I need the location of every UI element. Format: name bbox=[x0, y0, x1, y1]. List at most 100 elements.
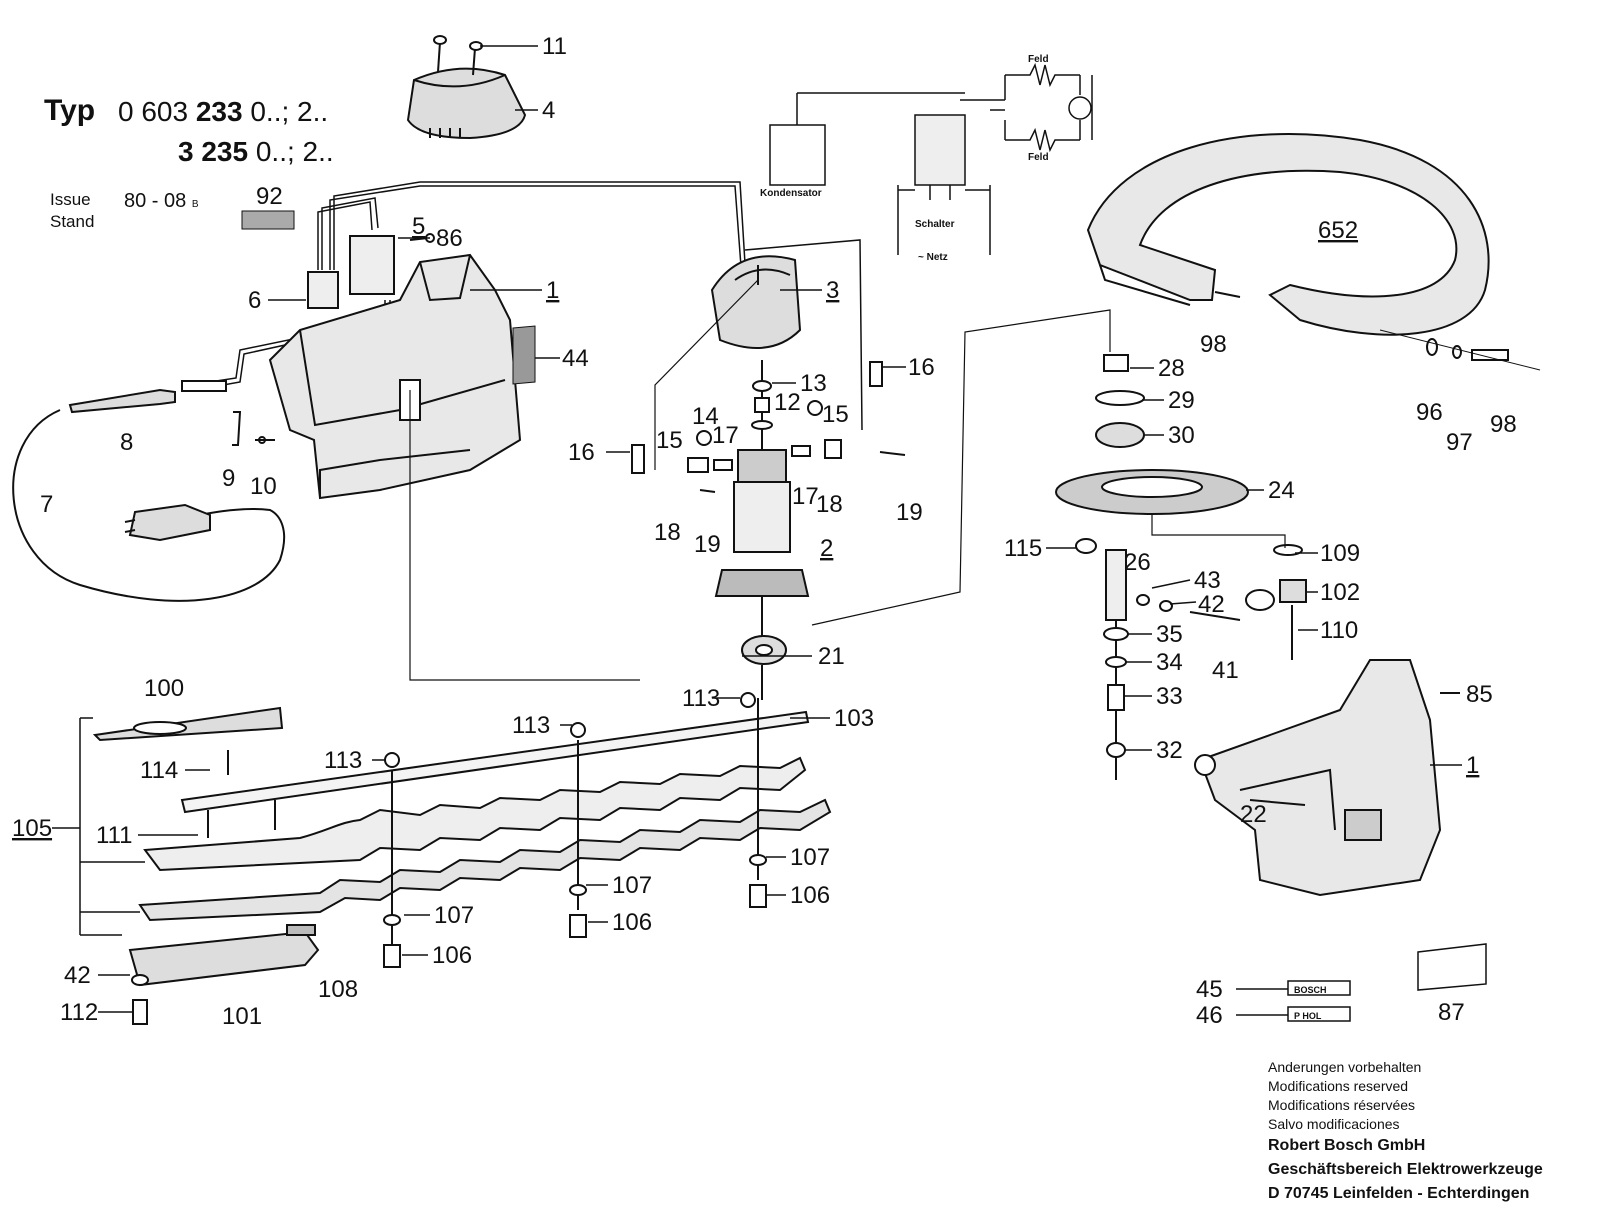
part-number-label: 5 bbox=[412, 213, 425, 240]
typ-label: Typ bbox=[44, 94, 96, 127]
capacitor-6-part bbox=[307, 271, 339, 309]
part-number-label: 12 bbox=[774, 389, 801, 416]
part-number-label: 15 bbox=[656, 427, 683, 454]
issue-value-text: 80 - 08 bbox=[124, 190, 187, 212]
part-number-label: 96 bbox=[1416, 399, 1443, 426]
part-number-label: 32 bbox=[1156, 737, 1183, 764]
part-number-label: 22 bbox=[1240, 801, 1267, 828]
model-number-1-suffix: 0..; 2.. bbox=[242, 96, 329, 127]
model-number-2-bold: 3 235 bbox=[178, 136, 249, 167]
part-number-label: 42 bbox=[64, 962, 91, 989]
power-cord-7-part bbox=[12, 409, 286, 602]
field-coil-3-part bbox=[710, 255, 802, 349]
strain-relief-8-part bbox=[68, 380, 227, 414]
switch-5-part bbox=[349, 235, 395, 295]
issue-block: Issue Stand bbox=[50, 189, 94, 233]
label-plate-92 bbox=[241, 210, 295, 230]
part-number-label: 8 bbox=[120, 429, 133, 456]
blade-assembly-part bbox=[79, 665, 832, 1025]
issue-value-sup: B bbox=[191, 199, 199, 210]
part-number-label: 30 bbox=[1168, 422, 1195, 449]
part-number-label: 42 bbox=[1198, 591, 1225, 618]
part-number-label: 115 bbox=[1004, 535, 1042, 562]
part-number-label: 11 bbox=[542, 33, 567, 60]
part-number-callouts: 11 4 92 5 86 6 1 44 8 9 10 7 3 13 16 16 … bbox=[12, 33, 1517, 1030]
model-type-header: Typ bbox=[44, 94, 95, 128]
stand-label: Stand bbox=[50, 212, 95, 231]
footer-line-3: Modifications réservées bbox=[1268, 1097, 1416, 1113]
model-number-line-1: 0 603 233 0..; 2.. bbox=[118, 96, 328, 128]
part-number-label: 17 bbox=[792, 483, 819, 510]
footer-company-1: Robert Bosch GmbH bbox=[1268, 1137, 1426, 1154]
part-number-label: 113 bbox=[324, 747, 362, 774]
feld-bottom-label: Feld bbox=[1028, 152, 1049, 163]
part-number-label: 13 bbox=[800, 370, 827, 397]
part-number-label: 86 bbox=[436, 225, 463, 252]
part-number-label: 106 bbox=[790, 882, 830, 909]
footer-company-2: Geschäftsbereich Elektrowerkzeuge bbox=[1268, 1161, 1543, 1178]
footer-notice: Anderungen vorbehalten Modifications res… bbox=[1268, 1058, 1588, 1206]
part-number-label: 98 bbox=[1490, 411, 1517, 438]
issue-label: Issue bbox=[50, 190, 91, 209]
part-number-label: 106 bbox=[612, 909, 652, 936]
part-number-label: 44 bbox=[562, 345, 589, 372]
part-number-label: 113 bbox=[682, 685, 720, 712]
part-number-label: 43 bbox=[1194, 567, 1221, 594]
model-number-2-suffix: 0..; 2.. bbox=[248, 136, 334, 167]
footer-company-3: D 70745 Leinfelden - Echterdingen bbox=[1268, 1185, 1530, 1202]
part-number-label: 45 bbox=[1196, 976, 1223, 1003]
gear-housing-1-part bbox=[1194, 659, 1442, 897]
model-number-1-prefix: 0 603 bbox=[118, 96, 196, 127]
part-number-label: 106 bbox=[432, 942, 472, 969]
part-number-label: 107 bbox=[790, 844, 830, 871]
part-number-label: 16 bbox=[568, 439, 595, 466]
part-number-label: 102 bbox=[1320, 579, 1360, 606]
part-number-label: 110 bbox=[1320, 617, 1358, 644]
part-number-label: 18 bbox=[816, 491, 843, 518]
kondensator-label: Kondensator bbox=[760, 188, 822, 199]
schalter-label: Schalter bbox=[915, 219, 955, 230]
part-number-label: 26 bbox=[1124, 549, 1151, 576]
footer-line-4: Salvo modificaciones bbox=[1268, 1116, 1400, 1132]
part-number-label: 109 bbox=[1320, 540, 1360, 567]
label-44-part bbox=[512, 325, 536, 385]
part-number-label: 111 bbox=[96, 822, 132, 849]
part-number-label: 15 bbox=[822, 401, 849, 428]
part-number-label: 29 bbox=[1168, 387, 1195, 414]
netz-label: ~ Netz bbox=[918, 252, 948, 263]
part-number-label: 24 bbox=[1268, 477, 1295, 504]
feld-top-label: Feld bbox=[1028, 54, 1049, 65]
handle-screws-96-98-part bbox=[1379, 329, 1541, 371]
part-number-label: 10 bbox=[250, 473, 277, 500]
part-number-label: 7 bbox=[40, 491, 53, 518]
front-handle-652-part bbox=[1086, 133, 1490, 336]
part-number-label: 33 bbox=[1156, 683, 1183, 710]
nameplate-45-part bbox=[1287, 980, 1351, 996]
part-number-label: 19 bbox=[694, 531, 721, 558]
part-number-label: 35 bbox=[1156, 621, 1183, 648]
part-number-label: 2 bbox=[820, 535, 833, 562]
part-number-label: 1 bbox=[546, 277, 559, 304]
part-number-label: 3 bbox=[826, 277, 839, 304]
part-number-label: 108 bbox=[318, 976, 358, 1003]
part-number-label: 114 bbox=[140, 757, 178, 784]
part-number-label: 107 bbox=[434, 902, 474, 929]
model-number-line-2: 3 235 0..; 2.. bbox=[178, 136, 334, 168]
label-87-part bbox=[1417, 943, 1487, 991]
part-number-label: 9 bbox=[222, 465, 235, 492]
part-number-label: 112 bbox=[60, 999, 98, 1026]
part-number-label: 41 bbox=[1212, 657, 1239, 684]
part-number-label: 19 bbox=[896, 499, 923, 526]
footer-line-2: Modifications reserved bbox=[1268, 1078, 1409, 1094]
part-number-label: 87 bbox=[1438, 999, 1465, 1026]
gear-train-part bbox=[1055, 354, 1307, 780]
motor-cap-part bbox=[406, 67, 527, 140]
part-number-label: 16 bbox=[908, 354, 935, 381]
cord-clamp-9-10-part bbox=[232, 411, 275, 446]
part-number-label: 14 bbox=[692, 403, 719, 430]
brush-holders-part bbox=[631, 361, 906, 493]
wiring-schematic bbox=[769, 62, 1093, 255]
part-number-label: 652 bbox=[1318, 217, 1358, 244]
part-number-label: 97 bbox=[1446, 429, 1473, 456]
